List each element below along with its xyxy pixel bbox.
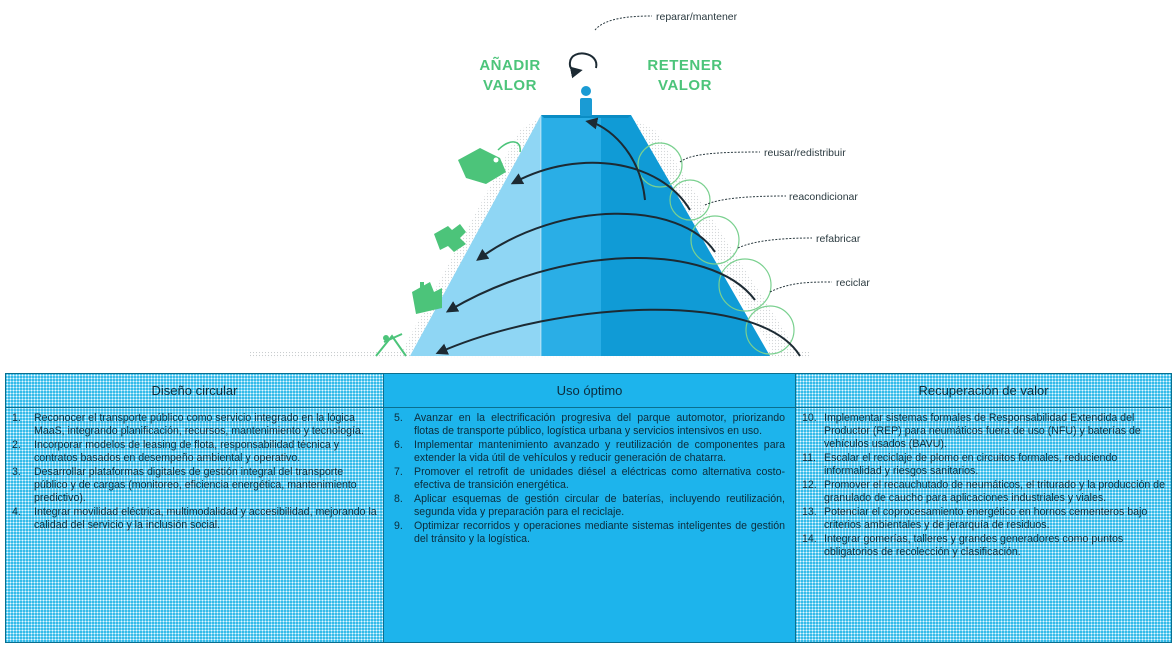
stage-label-repair: reparar/mantener xyxy=(656,11,738,23)
column-header: Recuperación de valor xyxy=(796,374,1171,408)
measure-number: 9. xyxy=(394,520,403,532)
measure-number: 5. xyxy=(394,412,403,424)
measure-number: 12. xyxy=(802,479,817,491)
arrow-refurbish xyxy=(510,161,691,211)
measure-text: Implementar mantenimiento avanzado y reu… xyxy=(414,439,785,464)
measure-text: Incorporar modelos de leasing de flota, … xyxy=(34,439,340,464)
measure-text: Desarrollar plataformas digitales de ges… xyxy=(34,466,357,504)
column-header: Uso óptimo xyxy=(384,374,795,408)
stage-callout-remanufacture: refabricar xyxy=(737,233,861,249)
measure-item: 4. Integrar movilidad eléctrica, multimod… xyxy=(12,506,377,532)
column-header: Diseño circular xyxy=(6,374,383,408)
stage-callout-refurbish: reacondicionar xyxy=(704,191,858,206)
stage-label-recycle: reciclar xyxy=(836,277,870,289)
measure-item: 6. Implementar mantenimiento avanzado y r… xyxy=(394,439,785,465)
measure-number: 6. xyxy=(394,439,403,451)
retain-value-title-line2: VALOR xyxy=(658,77,712,94)
measure-item: 13. Potenciar el coprocesamiento energéti… xyxy=(802,506,1165,532)
arrow-bottom xyxy=(435,308,801,357)
measure-item: 12. Promover el recauchutado de neumático… xyxy=(802,479,1165,505)
measure-item: 10. Implementar sistemas formales de Resp… xyxy=(802,412,1165,451)
measure-number: 14. xyxy=(802,533,817,545)
stage-label-refurbish: reacondicionar xyxy=(789,191,858,203)
measures-table: Diseño circular 1. Reconocer el transport… xyxy=(5,373,1172,643)
arrow-reuse xyxy=(585,117,646,201)
measure-item: 8. Aplicar esquemas de gestión circular d… xyxy=(394,493,785,519)
measure-item: 7. Promover el retrofit de unidades diése… xyxy=(394,466,785,492)
dotted-halo-right xyxy=(630,118,800,355)
repair-loop-arrow xyxy=(568,52,598,79)
measure-number: 10. xyxy=(802,412,817,424)
column-body: 1. Reconocer el transporte público como s… xyxy=(6,408,383,533)
measure-number: 7. xyxy=(394,466,403,478)
pyramid-middle-face xyxy=(541,115,601,356)
measure-text: Escalar el reciclaje de plomo en circuit… xyxy=(824,452,1118,477)
add-value-title-line1: AÑADIR xyxy=(479,56,540,74)
measure-item: 14. Integrar gomerías, talleres y grandes… xyxy=(802,533,1165,559)
measure-text: Reconocer el transporte público como ser… xyxy=(34,412,364,437)
stage-label-remanufacture: refabricar xyxy=(816,233,861,245)
column-value-recovery: Recuperación de valor 10. Implementar sis… xyxy=(796,374,1171,642)
column-circular-design: Diseño circular 1. Reconocer el transport… xyxy=(6,374,384,642)
measure-item: 2. Incorporar modelos de leasing de flota… xyxy=(12,439,377,465)
measure-list: 10. Implementar sistemas formales de Resp… xyxy=(802,412,1165,559)
column-body: 10. Implementar sistemas formales de Resp… xyxy=(796,408,1171,560)
measure-item: 9. Optimizar recorridos y operaciones med… xyxy=(394,520,785,546)
measure-number: 2. xyxy=(12,439,21,451)
arrow-recycle xyxy=(445,256,756,313)
measure-number: 3. xyxy=(12,466,21,478)
measure-number: 8. xyxy=(394,493,403,505)
measure-list: 1. Reconocer el transporte público como s… xyxy=(12,412,377,532)
arrow-remanufacture xyxy=(476,212,716,261)
pyramid-top-edge xyxy=(541,115,631,118)
measure-text: Promover el recauchutado de neumáticos, … xyxy=(824,479,1165,504)
add-value-title-line2: VALOR xyxy=(483,77,537,94)
measure-text: Avanzar en la electrificación progresiva… xyxy=(414,412,785,437)
retain-value-title-line1: RETENER xyxy=(647,57,722,74)
stage-label-reuse: reusar/redistribuir xyxy=(764,147,846,159)
measure-text: Promover el retrofit de unidades diésel … xyxy=(414,466,785,491)
stage-callout-reuse: reusar/redistribuir xyxy=(679,147,846,163)
measure-item: 11. Escalar el reciclaje de plomo en circ… xyxy=(802,452,1165,478)
circular-economy-pyramid-diagram: AÑADIR VALOR RETENER VALOR reparar/mante… xyxy=(250,11,870,358)
measure-number: 4. xyxy=(12,506,21,518)
measure-number: 13. xyxy=(802,506,817,518)
green-tag-icon xyxy=(458,141,521,184)
value-recovery-arrows xyxy=(435,117,801,357)
stage-callout-repair: reparar/mantener xyxy=(594,11,738,31)
green-oil-pump-icon xyxy=(375,333,407,357)
pyramid-right-face xyxy=(601,115,770,356)
green-puzzle-icon xyxy=(434,224,466,252)
measure-text: Integrar gomerías, talleres y grandes ge… xyxy=(824,533,1124,558)
measure-text: Aplicar esquemas de gestión circular de … xyxy=(414,493,785,518)
green-factory-icon xyxy=(412,282,442,314)
measure-item: 3. Desarrollar plataformas digitales de g… xyxy=(12,466,377,505)
measure-item: 5. Avanzar en la electrificación progresi… xyxy=(394,412,785,438)
column-body: 5. Avanzar en la electrificación progresi… xyxy=(384,408,795,547)
measure-text: Potenciar el coprocesamiento energético … xyxy=(824,506,1148,531)
stage-callout-recycle: reciclar xyxy=(769,277,870,293)
measure-number: 1. xyxy=(12,412,21,424)
measure-text: Integrar movilidad eléctrica, multimodal… xyxy=(34,506,377,531)
measure-number: 11. xyxy=(802,452,816,464)
pyramid-left-face xyxy=(410,115,541,356)
green-loop-circles xyxy=(637,142,795,355)
person-figure-icon xyxy=(580,86,592,116)
measure-list: 5. Avanzar en la electrificación progresi… xyxy=(394,412,785,546)
measure-text: Implementar sistemas formales de Respons… xyxy=(824,412,1141,450)
measure-item: 1. Reconocer el transporte público como s… xyxy=(12,412,377,438)
measure-text: Optimizar recorridos y operaciones media… xyxy=(414,520,785,545)
column-optimal-use: Uso óptimo 5. Avanzar en la electrificaci… xyxy=(384,374,796,642)
